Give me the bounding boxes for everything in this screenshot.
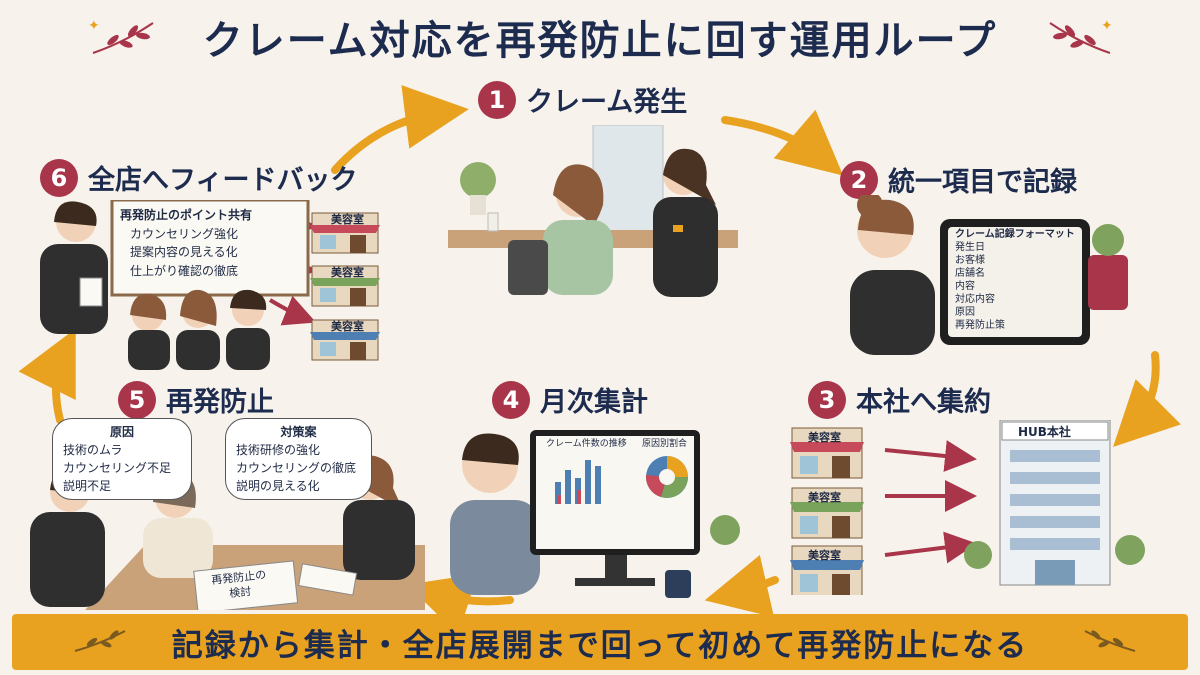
record-field: 発生日 xyxy=(955,242,985,253)
chart2-title: 原因別割合 xyxy=(642,439,688,449)
arrow-6-to-1 xyxy=(331,85,469,174)
step-number-badge: 5 xyxy=(118,380,156,419)
paper-icon xyxy=(193,560,299,610)
step-label: 全店へフィードバック xyxy=(88,165,358,196)
pie-chart-icon xyxy=(645,456,688,498)
arrow-5-to-6 xyxy=(18,328,76,424)
sprig-banner-left-icon xyxy=(74,630,126,652)
shop-icon xyxy=(790,487,864,539)
step-number-badge: 6 xyxy=(40,158,78,197)
sprig-left-icon: ✦ xyxy=(88,18,154,54)
shop-icon xyxy=(310,265,380,307)
step-label: 月次集計 xyxy=(540,387,648,418)
svg-text:✦: ✦ xyxy=(88,18,100,34)
svg-text:✦: ✦ xyxy=(1101,18,1113,34)
arrow-4-to-5 xyxy=(407,573,514,635)
step-number-badge: 3 xyxy=(808,380,846,419)
record-form: クレーム記録フォーマット 発生日 お客様 店舗名 内容 対応内容 原因 再発防止… xyxy=(955,228,1075,332)
sprig-banner-right-icon xyxy=(1084,630,1136,652)
arrow-2-to-3 xyxy=(1113,351,1181,447)
scene-monthly xyxy=(450,430,740,598)
paper-label: 再発防止の 検討 xyxy=(211,567,269,603)
measure-item: カウンセリングの徹底 xyxy=(236,461,357,475)
hq-building-icon xyxy=(964,420,1145,586)
scene-feedback xyxy=(40,200,380,370)
measure-item: 説明の見える化 xyxy=(236,479,320,493)
step-5-head: 5 再発防止 xyxy=(118,380,274,419)
shop-icon xyxy=(310,319,380,361)
chart1-title: クレーム件数の推移 xyxy=(546,439,627,449)
scene-complaint xyxy=(448,125,738,297)
cause-item: 技術のムラ xyxy=(63,443,123,457)
board-point: 仕上がり確認の徹底 xyxy=(130,263,239,278)
bar-chart-icon xyxy=(555,460,601,504)
summary-banner: 記録から集計・全店展開まで回って初めて再発防止になる xyxy=(12,614,1188,670)
cause-title: 原因 xyxy=(109,425,134,439)
board-point: 提案内容の見える化 xyxy=(130,245,238,260)
record-field: お客様 xyxy=(955,255,985,266)
step-4-head: 4 月次集計 xyxy=(492,380,648,419)
measure-title: 対策案 xyxy=(280,425,317,439)
step-number-badge: 2 xyxy=(840,160,878,199)
cause-item: カウンセリング不足 xyxy=(63,461,172,475)
sprig-right-icon: ✦ xyxy=(1049,18,1113,54)
arrow-1-to-2 xyxy=(721,109,844,176)
record-field: 再発防止策 xyxy=(955,320,1005,331)
board-title: 再発防止のポイント共有 xyxy=(120,208,253,222)
record-field: 原因 xyxy=(955,307,975,318)
record-field: 店舗名 xyxy=(955,268,985,279)
cause-item: 説明不足 xyxy=(63,479,112,493)
step-6-head: 6 全店へフィードバック xyxy=(40,158,357,197)
shop-label: 美容室 xyxy=(808,491,841,504)
scene-aggregate xyxy=(790,420,1145,595)
step-number-badge: 1 xyxy=(478,80,516,119)
step-1-head: 1 クレーム発生 xyxy=(478,80,687,119)
step-2-head: 2 統一項目で記録 xyxy=(840,160,1077,199)
cause-bubble: 原因 技術のムラ カウンセリング不足 説明不足 xyxy=(52,418,192,500)
shop-label: 美容室 xyxy=(331,320,364,333)
feedback-board: 再発防止のポイント共有 カウンセリング強化 提案内容の見える化 仕上がり確認の徹… xyxy=(120,206,252,280)
board-point: カウンセリング強化 xyxy=(130,226,239,241)
record-form-title: クレーム記録フォーマット xyxy=(955,229,1075,240)
page-title: クレーム対応を再発防止に回す運用ループ xyxy=(202,18,998,64)
measure-item: 技術研修の強化 xyxy=(236,443,321,457)
step-label: 再発防止 xyxy=(166,387,274,418)
shop-label: 美容室 xyxy=(808,549,841,562)
step-3-head: 3 本社へ集約 xyxy=(808,380,991,419)
shop-icon xyxy=(310,212,380,254)
shop-icon xyxy=(790,427,864,479)
step-label: 本社へ集約 xyxy=(856,387,991,418)
arrow-3-to-4 xyxy=(704,554,779,618)
step-number-badge: 4 xyxy=(492,380,530,419)
shop-label: 美容室 xyxy=(808,431,841,444)
hq-label: HUB本社 xyxy=(1018,425,1071,439)
step-label: クレーム発生 xyxy=(526,87,688,118)
shop-label: 美容室 xyxy=(331,266,364,279)
step-label: 統一項目で記録 xyxy=(888,167,1077,198)
scene-record xyxy=(850,195,1128,355)
record-field: 対応内容 xyxy=(955,294,995,305)
shop-label: 美容室 xyxy=(331,213,364,226)
record-field: 内容 xyxy=(955,281,975,292)
shop-icon xyxy=(790,545,864,595)
measure-bubble: 対策案 技術研修の強化 カウンセリングの徹底 説明の見える化 xyxy=(225,418,372,500)
